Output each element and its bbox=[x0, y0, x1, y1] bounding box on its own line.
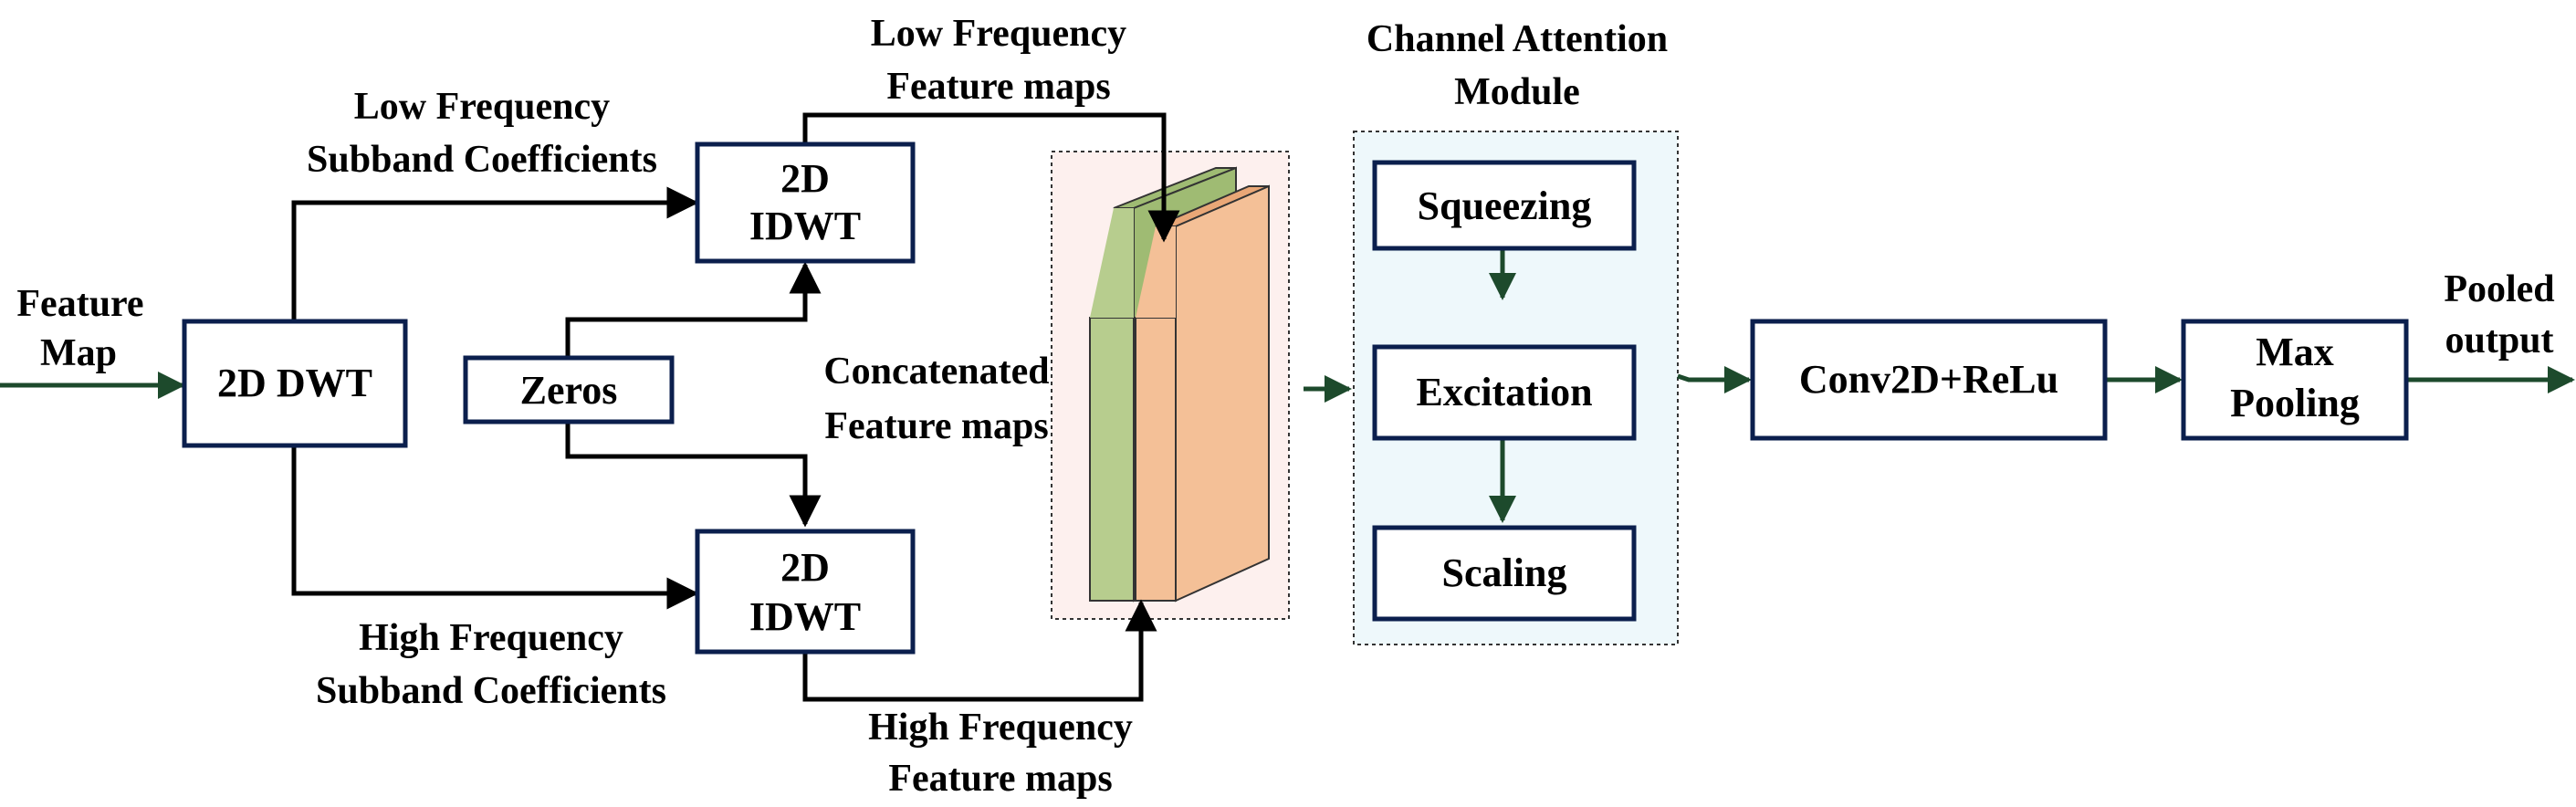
attention-title-line1: Channel Attention bbox=[1367, 18, 1668, 60]
dwt-label: 2D DWT bbox=[217, 361, 372, 405]
zeros-label: Zeros bbox=[520, 368, 618, 413]
pooling-label-line2: Pooling bbox=[2230, 381, 2360, 425]
conv-label: Conv2D+ReLu bbox=[1799, 357, 2058, 402]
high-frequency-map-right bbox=[1175, 184, 1270, 603]
arrow-low-idwt-to-maps bbox=[802, 112, 1180, 243]
high-features-label-line1: High Frequency bbox=[868, 707, 1133, 749]
high-subband-label-line1: High Frequency bbox=[359, 617, 623, 659]
pooling-label-line1: Max bbox=[2256, 330, 2334, 374]
low-subband-label-line2: Subband Coefficients bbox=[307, 139, 657, 181]
low-frequency-map-front bbox=[1089, 317, 1135, 602]
attention-title-line2: Module bbox=[1454, 71, 1580, 113]
arrow-attention-to-conv bbox=[1677, 366, 1752, 393]
squeezing-label: Squeezing bbox=[1418, 183, 1592, 228]
output-label-line1: Pooled bbox=[2444, 268, 2554, 310]
scaling-label: Scaling bbox=[1442, 550, 1567, 595]
input-label-line1: Feature bbox=[16, 283, 143, 325]
low-features-label-line2: Feature maps bbox=[886, 66, 1110, 108]
high-idwt-label-line2: IDWT bbox=[749, 594, 861, 639]
high-idwt-label-line1: 2D bbox=[780, 545, 830, 590]
low-subband-label-line1: Low Frequency bbox=[354, 86, 610, 128]
high-features-label-line2: Feature maps bbox=[888, 758, 1112, 800]
process-boxes bbox=[182, 141, 2409, 655]
low-idwt-label-line1: 2D bbox=[780, 156, 830, 201]
low-features-label-line1: Low Frequency bbox=[871, 13, 1126, 55]
arrow-dwt-to-low-idwt bbox=[291, 186, 699, 320]
high-subband-label-line2: Subband Coefficients bbox=[316, 670, 666, 712]
low-idwt-box bbox=[695, 141, 916, 264]
conv-box bbox=[1750, 319, 2108, 441]
dwt-box bbox=[182, 319, 408, 448]
input-label-line2: Map bbox=[40, 332, 117, 374]
pooling-box bbox=[2181, 319, 2409, 441]
wavelet-connectors bbox=[291, 112, 1180, 702]
arrow-zeros-to-high-idwt bbox=[565, 422, 822, 528]
output-label-line2: output bbox=[2445, 320, 2553, 362]
arrow-zeros-to-low-idwt bbox=[565, 261, 822, 356]
high-frequency-map-face bbox=[1136, 226, 1176, 318]
low-idwt-label-line2: IDWT bbox=[749, 204, 861, 248]
low-frequency-map-face bbox=[1090, 208, 1134, 318]
scaling-box bbox=[1372, 525, 1637, 622]
arrow-dwt-to-high-idwt bbox=[291, 445, 699, 610]
arrow-high-idwt-to-maps bbox=[802, 599, 1157, 702]
stacked-feature-maps-icon bbox=[1089, 166, 1270, 603]
zeros-box bbox=[463, 355, 675, 424]
high-idwt-box bbox=[695, 529, 916, 655]
excitation-box bbox=[1372, 344, 1637, 441]
high-frequency-map-front bbox=[1135, 317, 1177, 602]
concatenated-label-line1: Concatenated bbox=[823, 351, 1049, 393]
squeezing-box bbox=[1372, 160, 1637, 251]
main-flow-arrows bbox=[0, 250, 2575, 523]
concatenated-label-line2: Feature maps bbox=[824, 405, 1048, 447]
excitation-label: Excitation bbox=[1416, 370, 1592, 414]
